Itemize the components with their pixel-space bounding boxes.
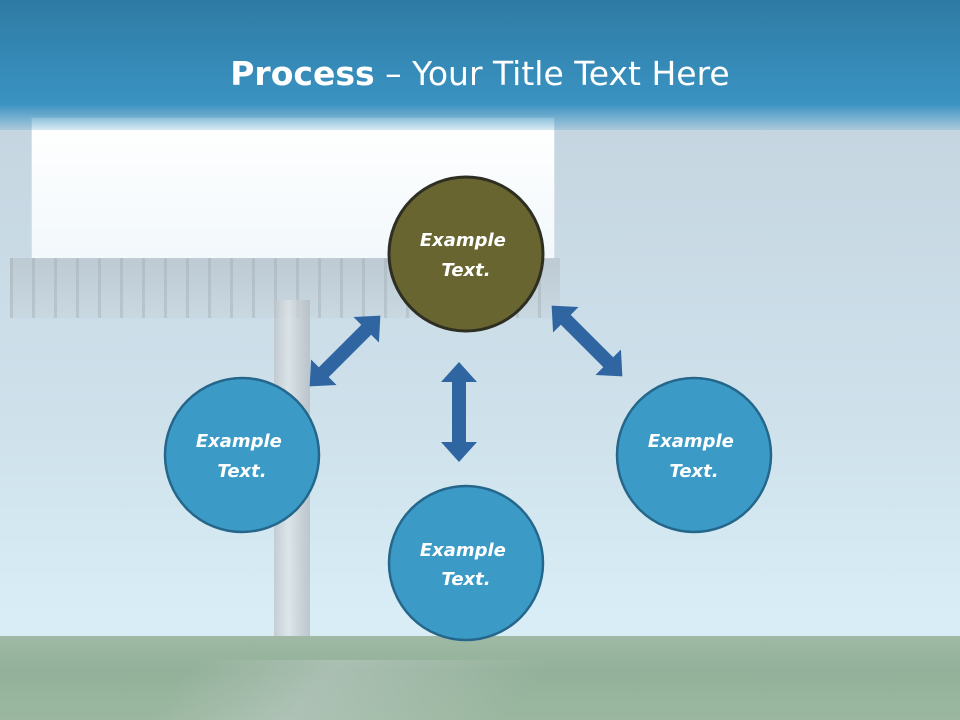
node-left[interactable]: Example Text. <box>163 376 321 534</box>
grass-ground <box>0 636 960 720</box>
slide-title[interactable]: Process – Your Title Text Here <box>0 52 960 96</box>
node-center-text: Example Text. <box>420 230 512 281</box>
node-right[interactable]: Example Text. <box>615 376 773 534</box>
node-center[interactable]: Example Text. <box>387 175 545 333</box>
node-bottom-text: Example Text. <box>420 540 512 590</box>
arrow-center-right[interactable] <box>538 292 636 390</box>
title-bar: Process – Your Title Text Here <box>0 0 960 130</box>
node-left-text: Example Text. <box>196 431 288 482</box>
node-bottom[interactable]: Example Text. <box>387 484 545 642</box>
arrow-center-left[interactable] <box>296 302 394 400</box>
arrow-center-bottom[interactable] <box>441 362 477 462</box>
title-rest: – Your Title Text Here <box>374 54 730 93</box>
node-right-text: Example Text. <box>648 431 740 482</box>
title-bold: Process <box>230 54 375 93</box>
